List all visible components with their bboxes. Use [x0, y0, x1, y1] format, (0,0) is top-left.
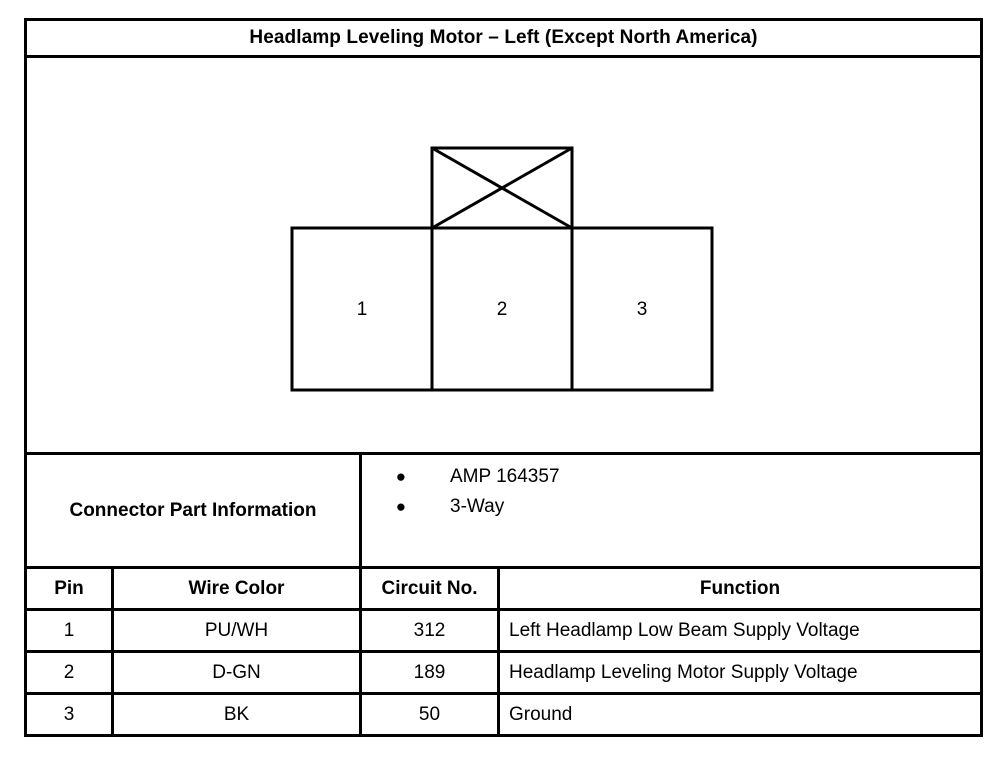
cell-wire-color: BK: [114, 695, 362, 734]
list-item: ● 3-Way: [362, 496, 980, 526]
keying-tab-diagonal-2: [431, 146, 573, 230]
cell-function: Headlamp Leveling Motor Supply Voltage: [509, 661, 858, 683]
connector-cell-2-label: 2: [497, 299, 508, 320]
cell-circuit-no: 50: [362, 695, 500, 734]
connector-cell-1-label: 1: [357, 299, 368, 320]
cell-function: Ground: [509, 703, 573, 725]
column-header-function: Function: [699, 577, 781, 599]
connector-part-information-row: Connector Part Information ● AMP 164357 …: [27, 455, 980, 569]
connector-part-information-label-cell: Connector Part Information: [27, 455, 362, 566]
table-row: 1 PU/WH 312 Left Headlamp Low Beam Suppl…: [27, 611, 980, 653]
sheet-title-bar: Headlamp Leveling Motor – Left (Except N…: [27, 21, 980, 58]
connector-information-sheet: Headlamp Leveling Motor – Left (Except N…: [24, 18, 983, 737]
cell-pin: 3: [27, 695, 114, 734]
connector-face-drawing: 1 2 3: [290, 146, 714, 392]
table-row: 2 D-GN 189 Headlamp Leveling Motor Suppl…: [27, 653, 980, 695]
connector-part-number: AMP 164357: [450, 466, 560, 487]
cell-wire-color: PU/WH: [114, 611, 362, 650]
bullet-icon: ●: [395, 467, 406, 486]
connector-body: [290, 226, 714, 392]
page-title: Headlamp Leveling Motor – Left (Except N…: [249, 27, 758, 48]
cell-wire-color: D-GN: [114, 653, 362, 692]
cell-circuit-no: 312: [362, 611, 500, 650]
column-header-circuit-no: Circuit No.: [362, 569, 500, 608]
column-header-wire-color: Wire Color: [114, 569, 362, 608]
cell-pin: 2: [27, 653, 114, 692]
pin-assignment-table: Pin Wire Color Circuit No. Function 1 PU…: [27, 569, 980, 734]
connector-part-information-list: ● AMP 164357 ● 3-Way: [362, 455, 980, 566]
table-row: 3 BK 50 Ground: [27, 695, 980, 734]
cell-pin: 1: [27, 611, 114, 650]
column-header-pin: Pin: [27, 569, 114, 608]
connector-part-information-label: Connector Part Information: [69, 499, 317, 521]
cell-function: Left Headlamp Low Beam Supply Voltage: [509, 619, 860, 641]
cell-circuit-no: 189: [362, 653, 500, 692]
table-header-row: Pin Wire Color Circuit No. Function: [27, 569, 980, 611]
connector-diagram-area: 1 2 3: [27, 58, 980, 455]
connector-way-count: 3-Way: [450, 496, 505, 517]
connector-cell-3-label: 3: [637, 299, 648, 320]
bullet-icon: ●: [395, 497, 406, 516]
list-item: ● AMP 164357: [362, 466, 980, 496]
